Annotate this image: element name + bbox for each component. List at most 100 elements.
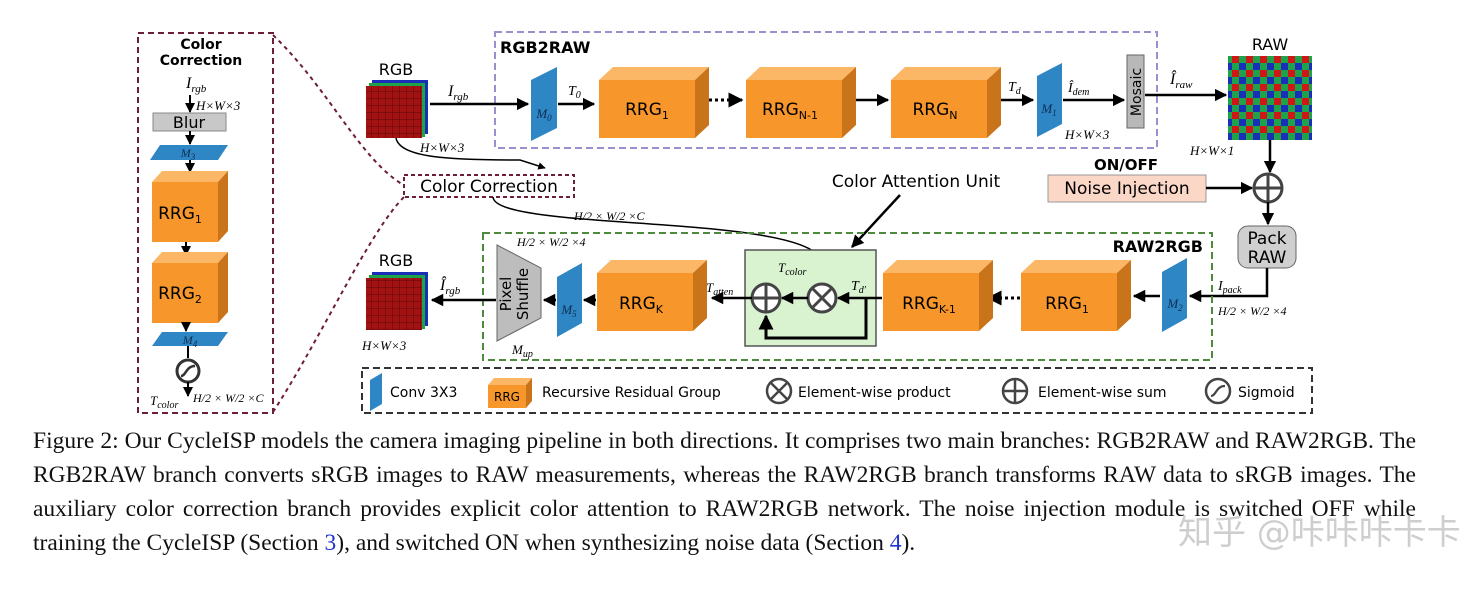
rgb2raw-branch: RGB2RAW RGB Irgb H×W×3 M0 T0 RRG1 RRGN-1: [366, 31, 1228, 170]
rgb2raw-rrg1-block: RRG1: [599, 67, 709, 138]
cau-sum-icon: [750, 282, 782, 314]
rgb2raw-rrgn-block: RRGN: [891, 67, 1001, 138]
legend-rrg-label: Recursive Residual Group: [542, 385, 721, 401]
cc-rrg1-block: RRG1: [152, 171, 228, 242]
i-pack-sub: pack: [1222, 285, 1242, 296]
raw2rgb-rrgk-label: RRG: [619, 294, 656, 314]
svg-text:M4: M4: [182, 333, 198, 349]
blur-label: Blur: [173, 113, 206, 132]
mosaic-block: [1126, 54, 1145, 129]
legend-product-label: Element-wise product: [798, 385, 951, 401]
i-dem-sub: dem: [1073, 87, 1090, 98]
svg-text:M3: M3: [180, 146, 196, 162]
m0-label: M: [535, 106, 548, 121]
svg-text:Tcolor: Tcolor: [778, 260, 806, 278]
m2-label: M: [1166, 296, 1179, 311]
rgb-output-label: RGB: [379, 251, 414, 270]
raw-bayer-image: [1228, 56, 1312, 140]
legend-sigmoid-label: Sigmoid: [1238, 385, 1295, 401]
svg-text:Td′: Td′: [851, 279, 867, 296]
svg-text:RRG1: RRG1: [625, 100, 669, 122]
legend-conv-icon: [370, 373, 382, 411]
raw2rgb-rrgk1-sub: K-1: [939, 303, 956, 316]
raw2rgb-rrg1-sub: 1: [1082, 303, 1089, 316]
svg-text:M0: M0: [535, 106, 552, 123]
m2-sub: 2: [1178, 303, 1183, 313]
cc-output-sub: color: [157, 400, 178, 411]
i-rgb-label: I: [447, 83, 454, 100]
m4-label: M: [182, 333, 194, 347]
on-off-label: ON/OFF: [1094, 156, 1158, 174]
t-atten-sub: atten: [713, 287, 733, 298]
figure-caption: Figure 2: Our CycleISP models the camera…: [33, 424, 1416, 560]
m1-label: M: [1040, 101, 1053, 116]
m4-conv-icon: [152, 332, 228, 346]
i-raw-label: Î: [1169, 69, 1177, 88]
pixel-shuffle-label-1: Pixel: [497, 277, 515, 312]
rgb-output-image: [366, 272, 428, 330]
td-sub: d: [1016, 86, 1022, 97]
legend-border: [361, 367, 1313, 414]
svg-text:M1: M1: [1040, 101, 1056, 118]
svg-text:Irgb: Irgb: [185, 75, 207, 95]
caption-ref-section-3[interactable]: 3: [324, 530, 337, 556]
i-rgb-sub: rgb: [453, 91, 468, 103]
t-d-prime-sub: d′: [859, 285, 867, 296]
i-dem-label: Î: [1067, 79, 1074, 96]
t-color-label: T: [778, 260, 786, 275]
m4-sub: 4: [193, 339, 198, 349]
raw2rgb-rrgk-sub: K: [656, 303, 664, 316]
t-color-sub: color: [785, 267, 806, 278]
watermark: 知乎 @咔咔咔卡卡: [1178, 513, 1461, 553]
noise-injection-block: [1047, 174, 1207, 203]
m3-sub: 3: [190, 152, 196, 162]
noise-sum-icon: [1252, 172, 1284, 204]
color-correction-panel: Color Correction Irgb H×W×3 Blur M3 RRG1…: [137, 32, 274, 414]
m-up-sub: up: [523, 349, 533, 360]
t-atten-label: T: [706, 280, 714, 295]
raw2rgb-rrgk-block: RRGK: [597, 260, 707, 331]
svg-text:M5: M5: [560, 302, 577, 319]
svg-text:Tcolor: Tcolor: [150, 393, 178, 411]
rgb2raw-rrgn1-sub: N-1: [799, 109, 818, 122]
m3-conv-icon: [150, 145, 228, 160]
svg-text:Tatten: Tatten: [706, 280, 733, 298]
mosaic-label: Mosaic: [1129, 68, 1145, 116]
svg-text:RRGN: RRGN: [912, 100, 957, 122]
svg-text:RRG1: RRG1: [158, 204, 202, 226]
legend-conv-label: Conv 3X3: [390, 385, 457, 401]
m0-conv-icon: [531, 67, 557, 141]
raw2rgb-rrgk1-label: RRG: [902, 294, 939, 314]
svg-text:RRGN-1: RRGN-1: [762, 100, 818, 122]
cc-rrg1-sub: 1: [195, 213, 202, 226]
cc-panel-title-1: Color: [180, 37, 221, 53]
legend-rrg-box-label: RRG: [494, 390, 520, 404]
m5-sub: 5: [572, 309, 577, 319]
legend-sigmoid-icon: [1204, 377, 1232, 405]
rgb-output-dims: H×W×3: [361, 338, 407, 353]
color-correction-label: Color Correction: [420, 177, 558, 197]
m5-label: M: [560, 302, 573, 317]
t-d-prime-label: T: [851, 279, 860, 294]
svg-text:RRGK-1: RRGK-1: [902, 294, 956, 316]
rgb-input-image: [366, 80, 428, 138]
cc-output-label: T: [150, 393, 158, 408]
caption-text-c: ).: [901, 530, 916, 556]
raw2rgb-title: RAW2RGB: [1113, 237, 1203, 256]
cau-product-icon: [806, 282, 838, 314]
i-rgb-hat-label: Î: [439, 275, 447, 294]
cycleisp-figure: Color Correction Irgb H×W×3 Blur M3 RRG1…: [137, 31, 1313, 414]
t0-sub: 0: [576, 90, 581, 101]
pixel-shuffle-dims: H/2 × W/2 ×4: [516, 235, 586, 249]
svg-text:M2: M2: [1166, 296, 1183, 313]
legend-product-icon: [765, 377, 793, 405]
cc-panel-title-2: Correction: [160, 53, 243, 69]
caption-text-b: ), and switched ON when synthesizing noi…: [336, 530, 890, 556]
svg-text:T0: T0: [568, 84, 581, 101]
pixel-shuffle-block: [496, 244, 542, 342]
pack-raw-label-2: RAW: [1248, 248, 1287, 268]
caption-ref-section-4[interactable]: 4: [889, 530, 902, 556]
rgb-input-dims: H×W×3: [419, 140, 465, 155]
color-correction-box: [403, 174, 575, 198]
rgb2raw-rrgn-sub: N: [949, 109, 957, 122]
